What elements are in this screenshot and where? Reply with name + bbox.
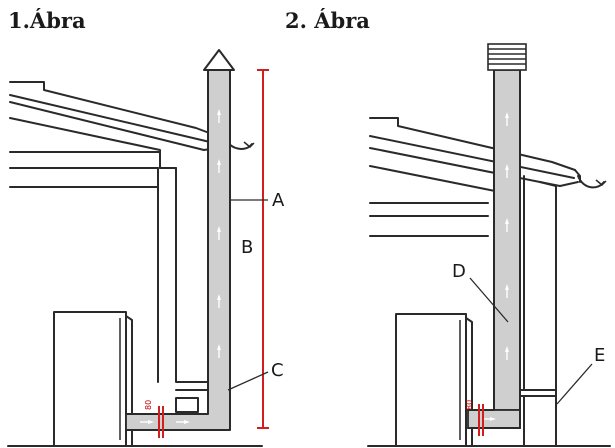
figure-2-title: 2. Ábra bbox=[285, 8, 370, 33]
figure-2-clearance-mark: 80 bbox=[465, 400, 484, 436]
figure-1-dimension-b bbox=[257, 69, 269, 429]
figure-2-flow-arrows bbox=[482, 112, 509, 421]
label-c: C bbox=[271, 360, 284, 381]
figure-1-title: 1.Ábra bbox=[8, 8, 86, 33]
figure-2-flue-pipe bbox=[467, 43, 527, 429]
flow-arrow-icon bbox=[505, 284, 509, 298]
figure-1-clearance-label: 80 bbox=[144, 400, 153, 410]
flow-arrow-icon bbox=[217, 109, 221, 123]
figure-2-clearance-label: 80 bbox=[465, 400, 474, 410]
figure-1-flow-arrows bbox=[140, 109, 221, 424]
figure-1: 1.Ábra bbox=[7, 8, 285, 447]
figure-1-flue-pipe bbox=[125, 49, 235, 431]
flow-arrow-icon bbox=[176, 420, 190, 424]
flow-arrow-icon bbox=[217, 294, 221, 308]
label-d: D bbox=[452, 261, 466, 282]
figure-2: 2. Ábra bbox=[285, 8, 611, 447]
figure-2-stove bbox=[395, 313, 473, 447]
figure-2-roof bbox=[369, 117, 607, 189]
conical-cap-icon bbox=[203, 49, 235, 71]
label-e: E bbox=[594, 345, 605, 366]
flow-arrow-icon bbox=[140, 420, 154, 424]
figure-1-building bbox=[9, 117, 211, 391]
flow-arrow-icon bbox=[505, 164, 509, 178]
gutter-icon bbox=[577, 175, 605, 189]
figure-1-stove bbox=[53, 311, 133, 447]
flow-arrow-icon bbox=[217, 226, 221, 240]
label-a: A bbox=[272, 190, 285, 211]
figure-2-building bbox=[369, 165, 557, 397]
flow-arrow-icon bbox=[217, 344, 221, 358]
flow-arrow-icon bbox=[217, 159, 221, 173]
flow-arrow-icon bbox=[505, 346, 509, 360]
label-b: B bbox=[241, 237, 253, 258]
figure-1-clearance-mark: 80 bbox=[144, 400, 164, 438]
flow-arrow-icon bbox=[505, 218, 509, 232]
flow-arrow-icon bbox=[482, 417, 496, 421]
louvred-cap-icon bbox=[487, 43, 527, 71]
flow-arrow-icon bbox=[505, 112, 509, 126]
